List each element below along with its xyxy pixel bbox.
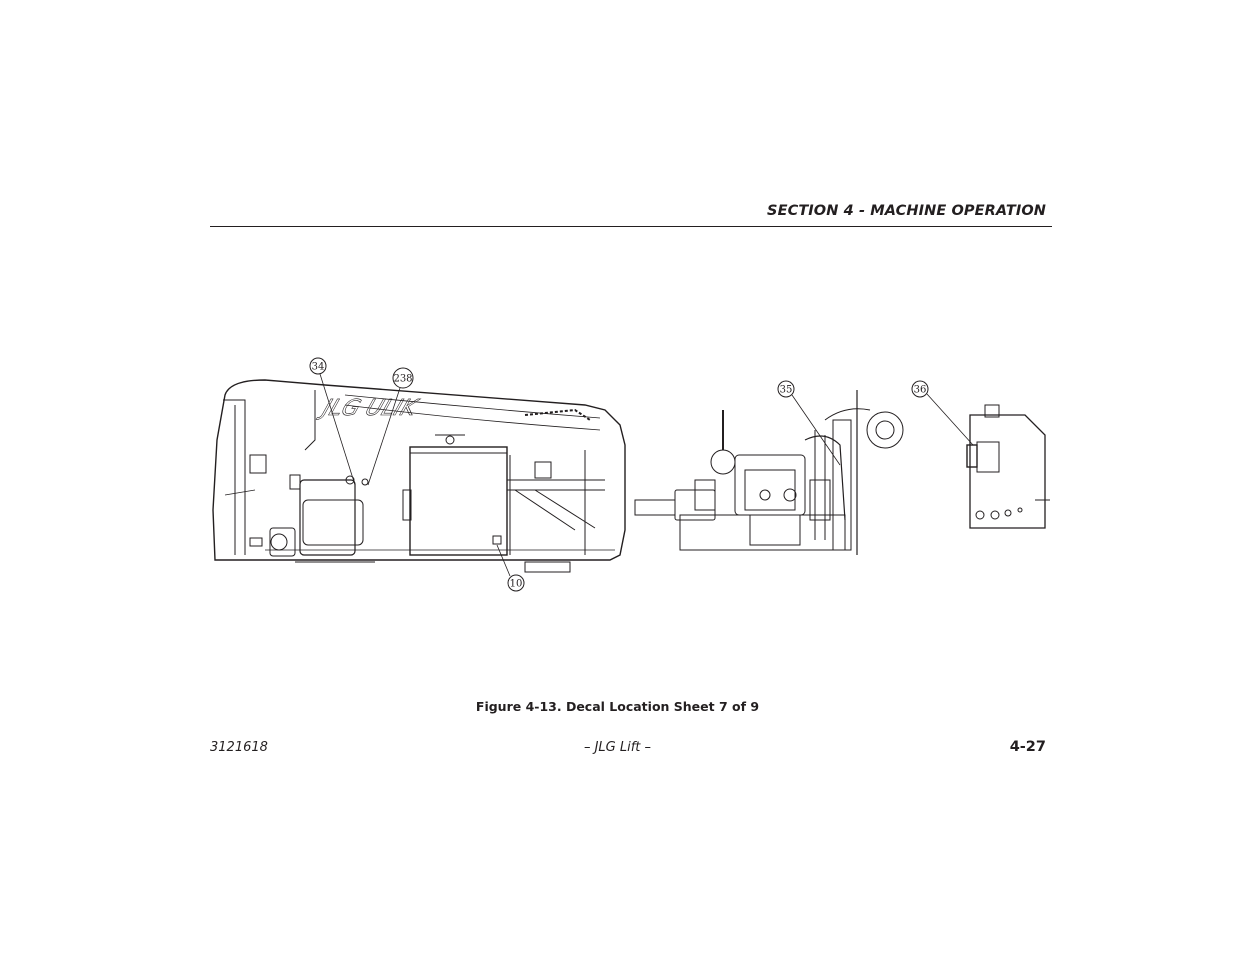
svg-text:JLG ULIK: JLG ULIK	[315, 396, 422, 421]
callout-label: 34	[312, 362, 325, 373]
header-rule	[210, 226, 1052, 227]
engine-drawing	[634, 390, 904, 555]
figure-caption: Figure 4-13. Decal Location Sheet 7 of 9	[475, 699, 760, 714]
machine-drawing: JLG ULIK	[212, 357, 1050, 592]
callout-34: 34	[309, 357, 356, 486]
page-number: 4-27	[1009, 739, 1046, 755]
callout-36: 36	[911, 380, 974, 446]
callout-label: 238	[393, 374, 412, 385]
callout-35: 35	[777, 380, 841, 466]
decal-location-figure: JLG ULIK	[205, 350, 1055, 600]
section-title: SECTION 4 - MACHINE OPERATION	[767, 203, 1046, 219]
chassis-drawing: JLG ULIK	[212, 379, 626, 573]
tank-drawing	[966, 404, 1050, 529]
footer-center-text: – JLG Lift –	[583, 740, 652, 755]
callout-label: 36	[914, 385, 927, 396]
callout-label: 35	[780, 385, 793, 396]
callout-10: 10	[496, 544, 525, 592]
callout-238: 238	[367, 367, 414, 486]
callout-label: 10	[510, 579, 523, 590]
document-number: 3121618	[210, 740, 268, 755]
